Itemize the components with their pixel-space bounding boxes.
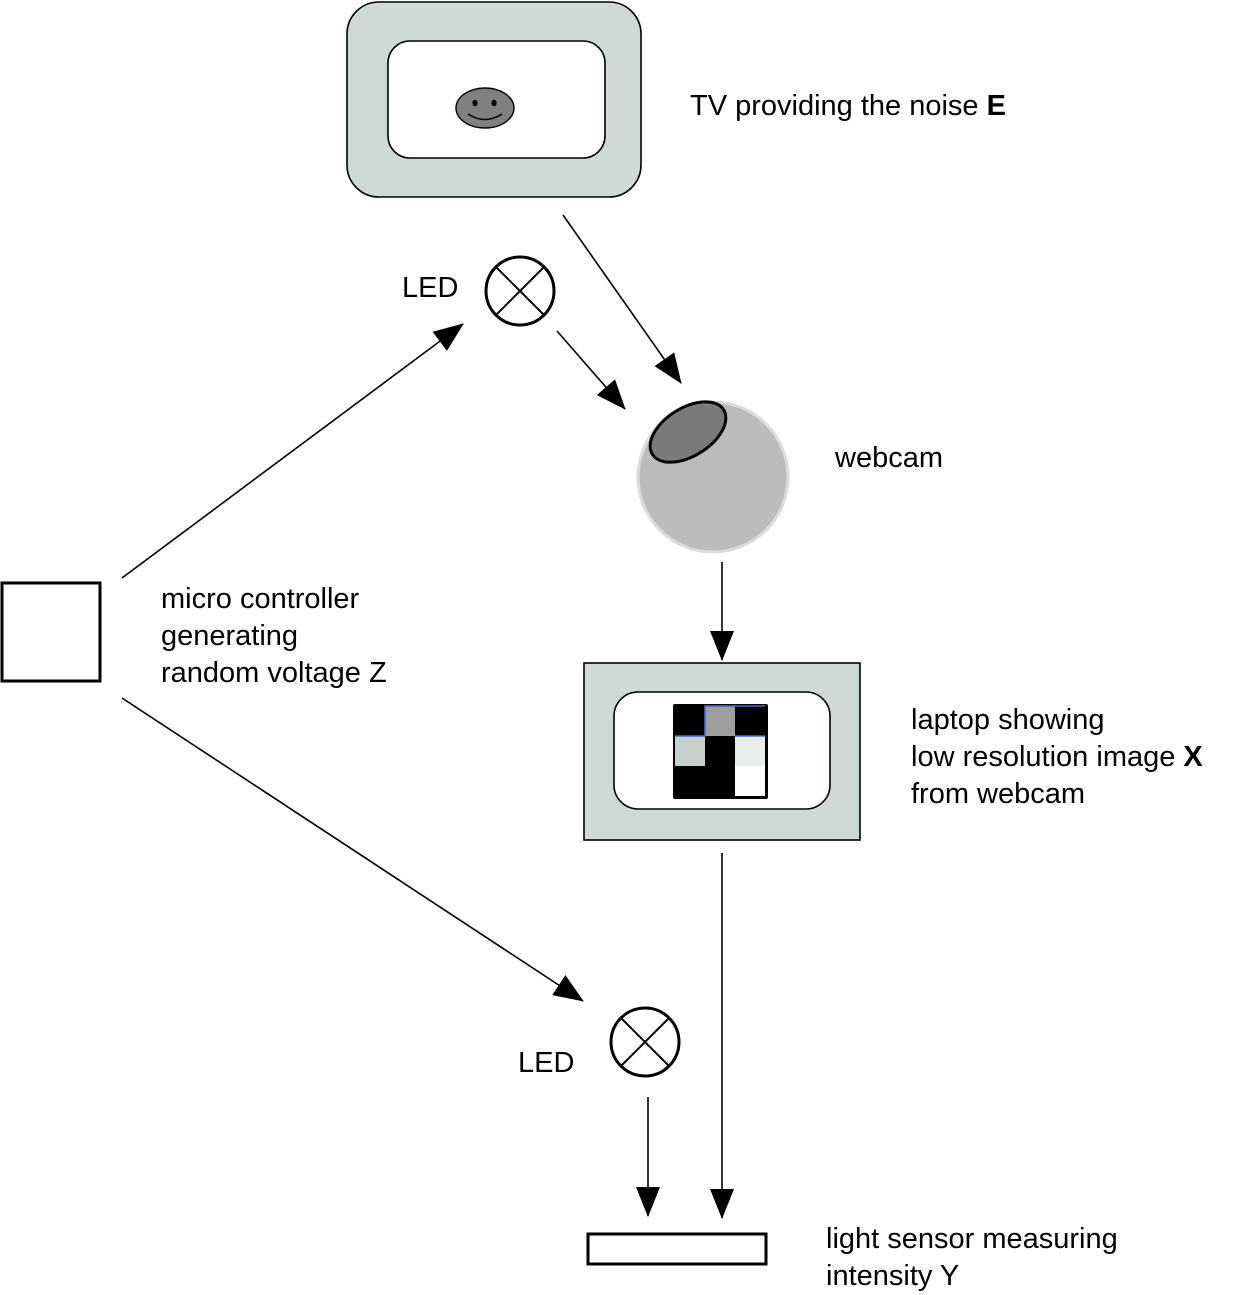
led-bottom-icon bbox=[609, 1006, 681, 1078]
webcam-icon bbox=[636, 400, 790, 554]
image-pixel bbox=[735, 736, 765, 766]
image-pixel bbox=[705, 736, 735, 766]
image-pixel bbox=[705, 766, 735, 796]
micro-controller-box bbox=[0, 581, 102, 683]
laptop-label-line: laptop showing bbox=[911, 704, 1105, 736]
image-pixel bbox=[735, 706, 765, 736]
light-sensor-label: light sensor measuring intensity Y bbox=[826, 1221, 1118, 1295]
laptop-node bbox=[583, 662, 861, 841]
laptop-label-line: from webcam bbox=[911, 778, 1086, 810]
light-sensor-box bbox=[586, 1232, 768, 1266]
arrow-controller-to-led-bottom bbox=[121, 697, 584, 1002]
tv-label: TV providing the noise E bbox=[690, 88, 1006, 125]
light-sensor-label-line: light sensor measuring bbox=[826, 1223, 1118, 1255]
image-pixel bbox=[675, 736, 705, 766]
pixel-highlight-outline bbox=[675, 705, 765, 737]
smiley-face-icon bbox=[455, 87, 515, 129]
arrow-controller-to-led-top bbox=[121, 323, 464, 579]
tv-label-text: TV providing the noise bbox=[690, 90, 987, 122]
tv-label-variable: E bbox=[986, 90, 1006, 122]
micro-controller-label-line: random voltage Z bbox=[161, 657, 387, 689]
led-top-label: LED bbox=[402, 272, 459, 304]
micro-controller-label: micro controller generating random volta… bbox=[161, 581, 387, 692]
led-top-icon bbox=[484, 255, 556, 327]
light-sensor-label-line: intensity Y bbox=[826, 1260, 960, 1292]
led-bottom-label: LED bbox=[518, 1047, 575, 1079]
laptop-label-text: low resolution image bbox=[911, 741, 1184, 773]
arrow-led-top-to-webcam bbox=[556, 330, 626, 410]
image-pixel bbox=[705, 706, 735, 736]
arrow-tv-to-webcam bbox=[562, 214, 682, 384]
low-resolution-image bbox=[673, 704, 768, 799]
micro-controller-label-line: micro controller bbox=[161, 583, 360, 615]
image-pixel bbox=[675, 766, 705, 796]
tv-node bbox=[346, 1, 642, 198]
micro-controller-label-line: generating bbox=[161, 620, 299, 652]
image-pixel bbox=[675, 706, 705, 736]
laptop-label-line: low resolution image X bbox=[911, 739, 1203, 776]
webcam-label: webcam bbox=[835, 442, 943, 474]
image-pixel bbox=[735, 766, 765, 796]
laptop-label: laptop showing low resolution image X fr… bbox=[911, 702, 1203, 813]
laptop-label-variable: X bbox=[1183, 741, 1203, 773]
